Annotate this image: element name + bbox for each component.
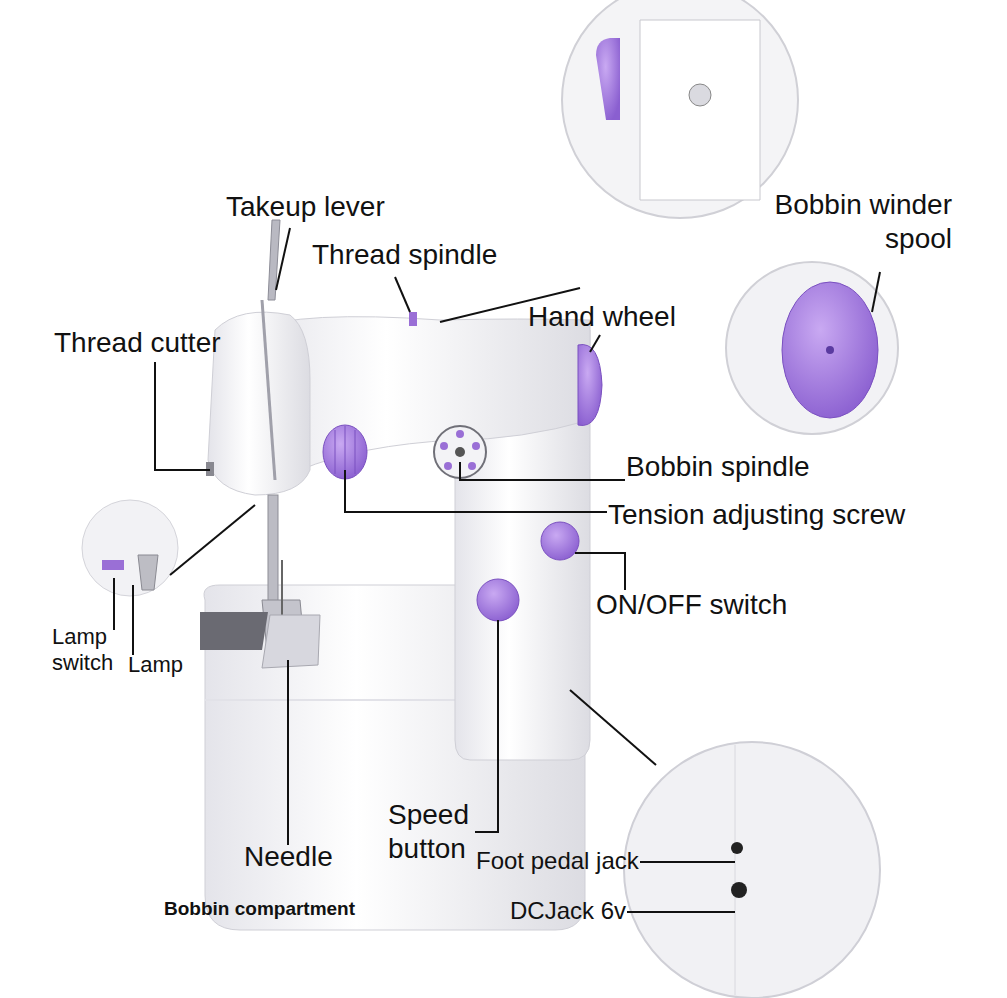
leader-line bbox=[345, 470, 607, 512]
winder-shaft bbox=[689, 84, 711, 106]
dial-dot bbox=[456, 430, 464, 438]
lamp-switch-icon bbox=[102, 560, 124, 570]
bobbin-winder-spool bbox=[782, 282, 878, 418]
zoom-body bbox=[640, 20, 760, 200]
zoom-circle bbox=[562, 0, 798, 218]
leader-line bbox=[872, 272, 880, 312]
leader-line bbox=[627, 911, 735, 913]
bobbin-spindle-hub bbox=[455, 447, 465, 457]
part-label: ON/OFF switch bbox=[596, 588, 826, 622]
part-label: Bobbin compartment bbox=[164, 898, 394, 921]
thread-guide bbox=[262, 300, 275, 480]
zoom-connector bbox=[170, 505, 255, 575]
part-label: Bobbin spindle bbox=[626, 450, 846, 484]
part-label: Lamp bbox=[128, 652, 208, 678]
lamp-bulb bbox=[138, 555, 158, 590]
dc-jack bbox=[731, 882, 747, 898]
dial-dot bbox=[440, 442, 448, 450]
part-label: Tension adjusting screw bbox=[608, 498, 938, 532]
on-off-button bbox=[541, 522, 579, 560]
needle-plate bbox=[262, 615, 320, 668]
leader-line bbox=[460, 462, 625, 480]
zoom-circle bbox=[624, 742, 880, 998]
part-label: Foot pedal jack bbox=[476, 847, 656, 876]
machine-head bbox=[208, 312, 310, 495]
hand-wheel bbox=[578, 345, 602, 426]
leader-line bbox=[575, 553, 625, 590]
leader-line bbox=[395, 277, 410, 312]
zoom-circle bbox=[82, 500, 178, 596]
takeup-lever bbox=[268, 220, 280, 300]
part-label: DCJack 6v bbox=[510, 897, 650, 926]
leader-line bbox=[640, 861, 735, 863]
zoom-edge bbox=[735, 745, 736, 995]
part-label: Speed button bbox=[388, 798, 478, 865]
part-label: Lamp switch bbox=[52, 624, 124, 677]
speed-button bbox=[477, 579, 519, 621]
leader-line bbox=[276, 228, 290, 290]
leader-line bbox=[155, 362, 210, 470]
dial-dot bbox=[468, 462, 476, 470]
knob-ridge bbox=[355, 430, 356, 474]
part-label: Needle bbox=[244, 840, 364, 874]
part-label: Thread spindle bbox=[312, 238, 532, 272]
leader-line bbox=[287, 660, 289, 845]
leader-line bbox=[132, 585, 134, 655]
spool-hub bbox=[826, 346, 834, 354]
thread-spindle-pin bbox=[409, 312, 417, 326]
dial-dot bbox=[444, 462, 452, 470]
winder-lever bbox=[596, 38, 620, 120]
leader-line bbox=[475, 620, 498, 832]
dial-dot bbox=[472, 442, 480, 450]
zoom-circle bbox=[726, 262, 898, 434]
part-label: Takeup lever bbox=[226, 190, 426, 224]
part-label: Bobbin winder spool bbox=[752, 188, 952, 255]
zoom-connector bbox=[570, 690, 656, 765]
foot-pedal-jack bbox=[731, 842, 743, 854]
leader-line bbox=[590, 335, 600, 352]
part-label: Hand wheel bbox=[528, 300, 708, 334]
part-label: Thread cutter bbox=[54, 326, 254, 360]
needle-bar bbox=[268, 495, 278, 605]
bobbin-compartment-cover bbox=[200, 612, 268, 650]
leader-line bbox=[113, 578, 115, 630]
knob-ridge bbox=[335, 430, 336, 474]
